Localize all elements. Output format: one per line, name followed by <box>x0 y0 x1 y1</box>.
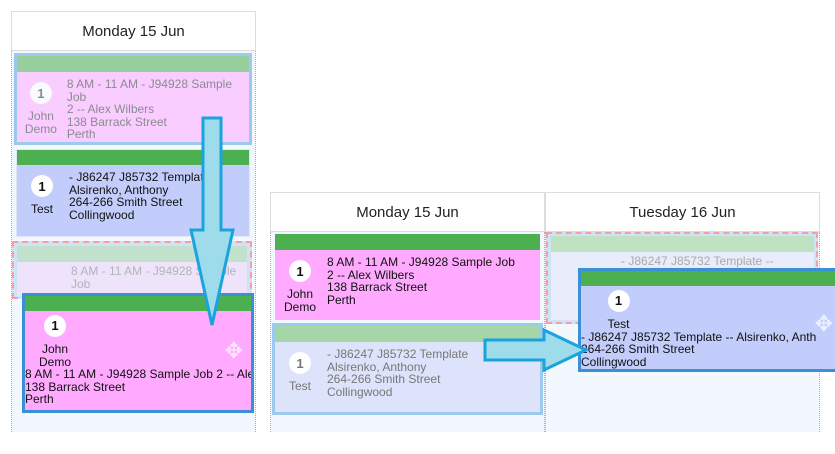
job-city: Collingwood <box>581 354 647 369</box>
job-city: Collingwood <box>327 384 393 399</box>
job-count-badge: 1 <box>289 260 311 282</box>
job-title-cont: 2 -- Alex Wilbers <box>66 102 155 116</box>
job-count-badge: 1 <box>289 352 311 374</box>
job-count-badge: 1 <box>31 175 53 197</box>
job-address: 138 Barrack Street <box>66 114 167 129</box>
job-title-cont: 2 -- Alex Wilbers <box>327 267 415 282</box>
arrow-right-icon <box>483 327 590 373</box>
assignee: Test <box>30 202 53 216</box>
job-count-badge: 1 <box>44 315 66 337</box>
job-title: - J86247 J85732 Template <box>69 170 211 184</box>
ghost-title: - J86247 J85732 Template -- <box>621 254 774 268</box>
assignee-last: Demo <box>283 300 316 314</box>
job-address: 138 Barrack Street <box>327 280 428 294</box>
job-title: 8 AM - 11 AM - J94928 Sample Job 2 -- Al… <box>25 367 254 381</box>
drop-zone <box>14 53 252 145</box>
assignee-last: Demo <box>24 122 57 136</box>
assignee-first: John <box>41 342 69 356</box>
assignee-last: Demo <box>38 354 71 369</box>
job-title: 8 AM - 11 AM - J94928 Sample Job <box>66 77 233 104</box>
assignee: Test <box>607 317 630 331</box>
job-title: - J86247 J85732 Template <box>327 347 469 361</box>
column-header-monday: Monday 15 Jun <box>270 192 545 232</box>
assignee: Test <box>288 379 311 393</box>
job-count-badge: 1 <box>607 290 630 312</box>
job-address: 264-266 Smith Street <box>327 372 441 386</box>
job-city: Perth <box>25 392 54 406</box>
job-title-cont: Alsirenko, Anthony <box>327 359 427 374</box>
move-icon[interactable]: ✥ <box>814 311 833 336</box>
job-address: 264-266 Smith Street <box>69 195 183 209</box>
job-city: Perth <box>327 292 356 307</box>
assignee-first: John <box>286 287 314 301</box>
column-header-monday: Monday 15 Jun <box>11 11 256 51</box>
drop-zone <box>272 323 543 415</box>
job-title: - J86247 J85732 Template -- Alsirenko, A… <box>581 329 817 344</box>
job-address: 264-266 Smith Street <box>581 342 695 356</box>
column-header-tuesday: Tuesday 16 Jun <box>545 192 820 232</box>
arrow-down-icon <box>189 116 235 326</box>
column-header-label: Monday 15 Jun <box>356 203 459 221</box>
job-count-badge: 1 <box>29 82 52 104</box>
move-icon[interactable]: ✥ <box>224 338 243 363</box>
column-header-label: Monday 15 Jun <box>82 22 185 40</box>
job-title-cont: Alsirenko, Anthony <box>69 182 169 197</box>
job-city: Perth <box>66 127 96 141</box>
assignee-first: John <box>27 109 54 123</box>
job-city: Collingwood <box>69 207 135 222</box>
column-header-label: Tuesday 16 Jun <box>629 203 736 221</box>
job-title: 8 AM - 11 AM - J94928 Sample Job <box>327 255 515 269</box>
job-address: 138 Barrack Street <box>25 379 126 394</box>
